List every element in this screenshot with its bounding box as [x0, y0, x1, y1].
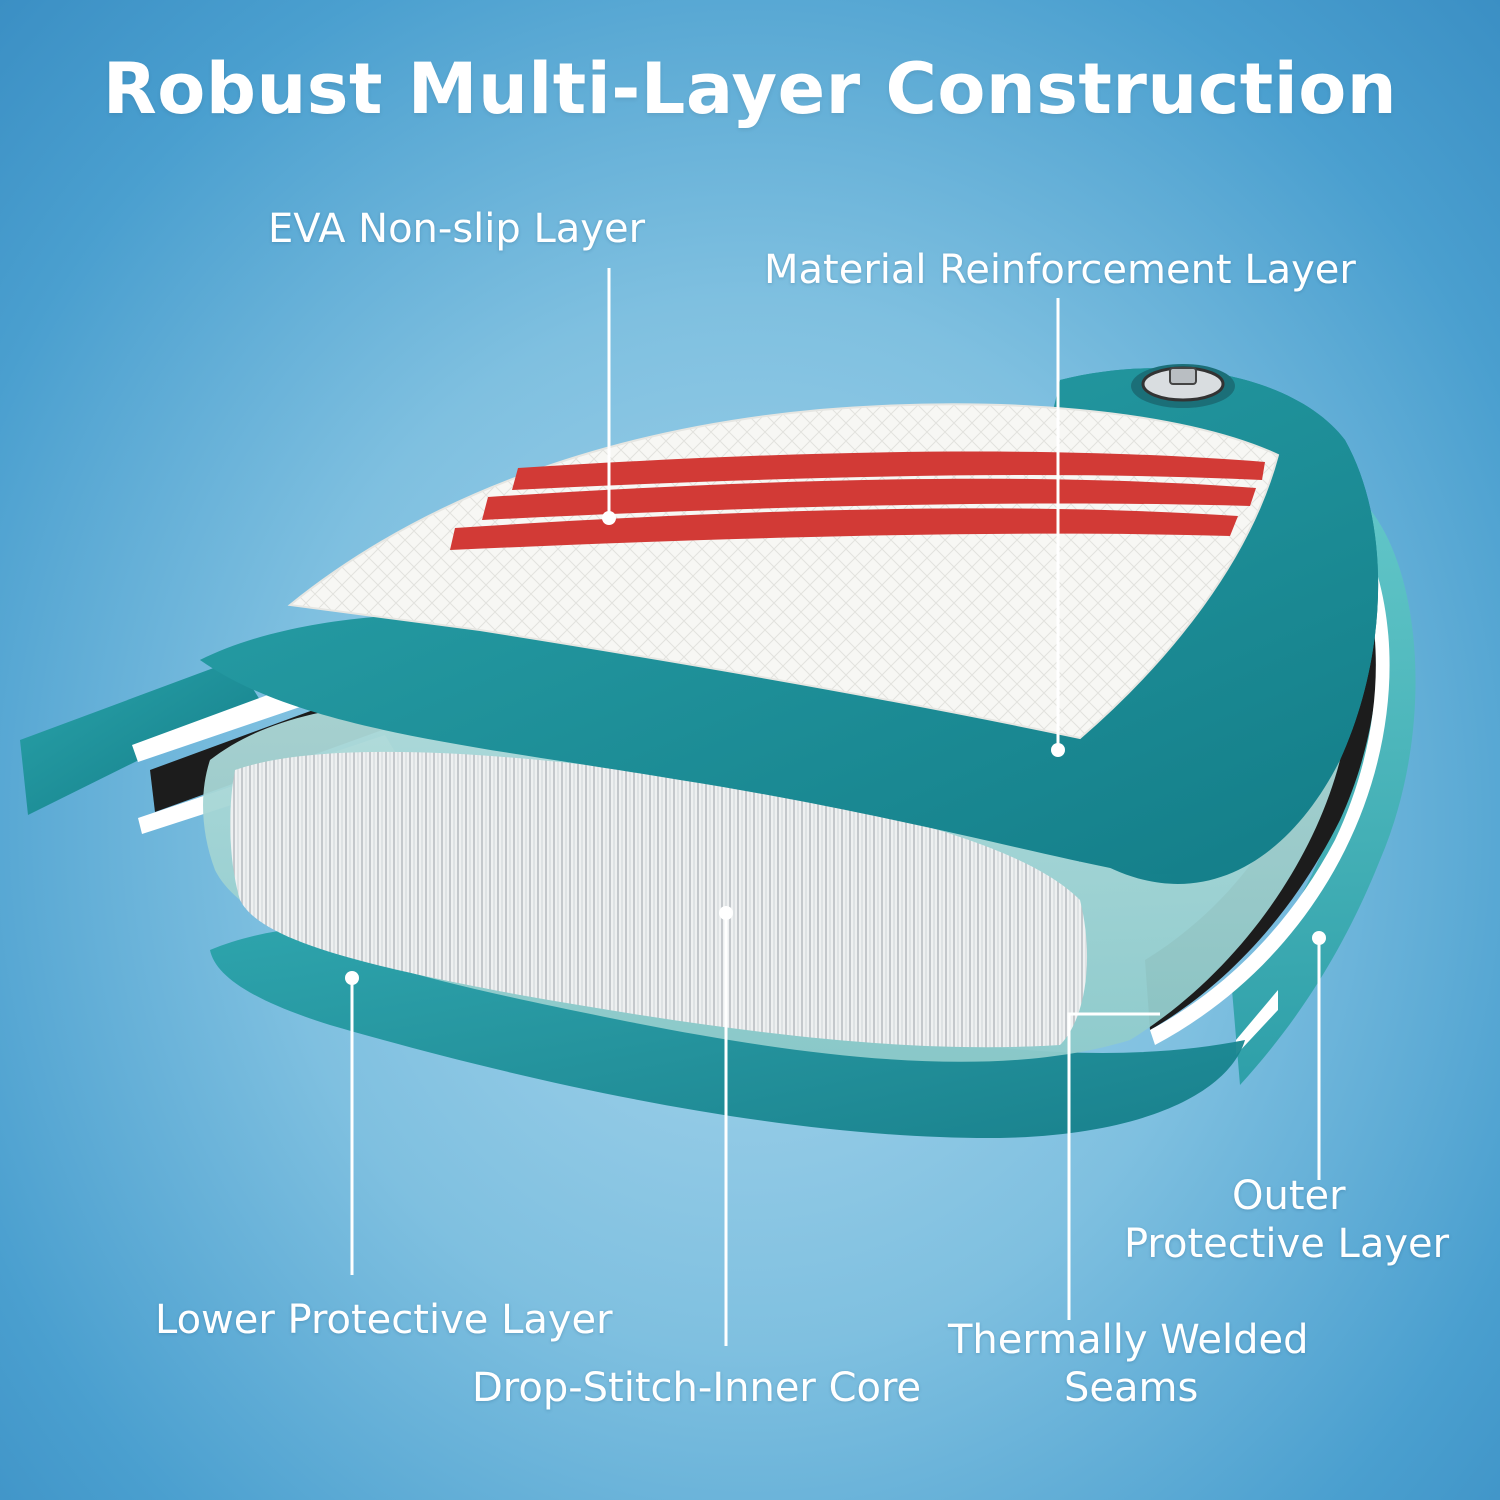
eva-deck-pad	[287, 403, 1280, 740]
label-outer-protective-line1: Outer	[1232, 1173, 1346, 1219]
label-thermally-welded-line2: Seams	[1064, 1365, 1199, 1411]
label-thermally-welded-line1: Thermally Welded	[948, 1317, 1309, 1363]
label-lower-protective-layer: Lower Protective Layer	[155, 1297, 613, 1343]
label-outer-protective-line2: Protective Layer	[1124, 1221, 1450, 1267]
label-material-reinforcement-layer: Material Reinforcement Layer	[764, 247, 1356, 293]
page-title: Robust Multi-Layer Construction	[102, 48, 1398, 130]
label-drop-stitch-inner-core: Drop-Stitch-Inner Core	[472, 1365, 922, 1411]
label-eva-non-slip-layer: EVA Non-slip Layer	[268, 206, 646, 252]
valve-icon	[1131, 364, 1235, 408]
leader-lines	[345, 268, 1326, 1346]
